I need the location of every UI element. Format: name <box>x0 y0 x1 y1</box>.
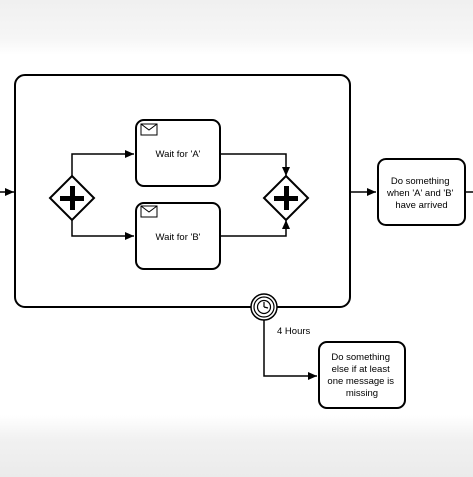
canvas-bottom-shade <box>0 415 473 477</box>
sequence-flow-from-wait-a[interactable] <box>220 153 290 176</box>
task-wait-for-b-label: Wait for 'B' <box>156 232 201 243</box>
task-wait-for-a[interactable]: Wait for 'A' <box>135 119 221 187</box>
task-do-else-line-2: else if at least <box>332 364 390 375</box>
task-do-else-line-3: one message is <box>327 376 394 387</box>
task-do-something[interactable]: Do something when 'A' and 'B' have arriv… <box>377 158 466 226</box>
clock-icon <box>256 299 272 315</box>
task-do-something-else[interactable]: Do something else if at least one messag… <box>318 341 406 409</box>
task-do-else-line-1: Do something <box>331 352 390 363</box>
task-do-something-line-3: have arrived <box>395 200 447 211</box>
subprocess-container[interactable] <box>14 74 351 308</box>
task-wait-for-a-label: Wait for 'A' <box>156 149 201 160</box>
sequence-flow-to-wait-a[interactable] <box>71 150 134 176</box>
plus-icon <box>60 186 84 210</box>
task-do-something-label: Do something when 'A' and 'B' have arriv… <box>386 176 456 211</box>
task-do-something-line-2: when 'A' and 'B' <box>386 188 454 199</box>
task-do-else-line-4: missing <box>346 388 378 399</box>
sequence-flow-from-wait-b[interactable] <box>220 220 290 237</box>
timer-label: 4 Hours <box>277 326 311 337</box>
task-do-something-else-label: Do something else if at least one messag… <box>327 352 396 399</box>
plus-icon <box>274 186 298 210</box>
sequence-flow-to-wait-b[interactable] <box>71 220 134 240</box>
timer-boundary-event[interactable] <box>250 293 278 321</box>
task-do-something-line-1: Do something <box>391 176 450 187</box>
envelope-icon <box>140 205 158 218</box>
envelope-icon <box>140 123 158 136</box>
task-wait-for-b[interactable]: Wait for 'B' <box>135 202 221 270</box>
parallel-join-gateway[interactable] <box>262 174 310 222</box>
canvas-top-shade <box>0 0 473 55</box>
sequence-flow-to-do-else[interactable] <box>263 320 317 380</box>
